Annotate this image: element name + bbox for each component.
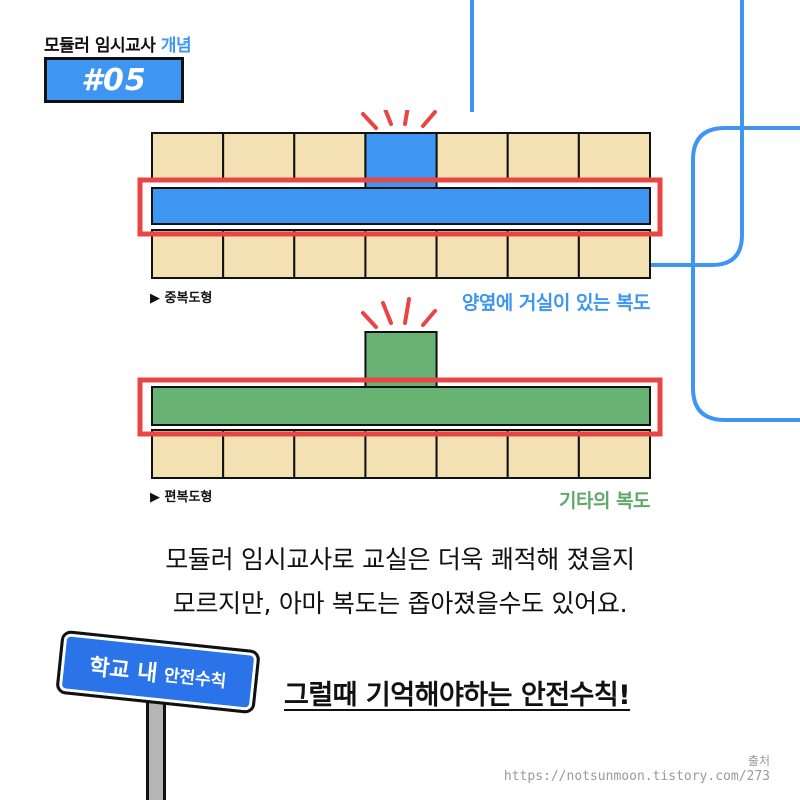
episode-badge: #05 [44, 57, 184, 103]
title-accent: 개념 [160, 36, 192, 56]
body-line-1: 모듈러 임시교사로 교실은 더욱 쾌적해 졌을지 [165, 545, 635, 574]
sign-text-large: 학교 내 [88, 654, 159, 687]
diagram-label-central: 양옆에 거실이 있는 복도 [461, 292, 651, 314]
room-bottom [435, 229, 509, 279]
corridor-highlight [137, 177, 663, 237]
sign-text-small: 안전수칙 [162, 665, 228, 692]
room-top [435, 132, 509, 182]
room-bottom [577, 429, 652, 479]
burst-line [421, 309, 437, 327]
room-bottom [151, 229, 225, 279]
room-bottom [435, 429, 509, 479]
room-top [151, 132, 225, 182]
room-bottom [222, 229, 296, 279]
burst-line [361, 311, 378, 329]
source-url: https://notsunmoon.tistory.com/273 [503, 769, 770, 784]
room-bottom [506, 429, 580, 479]
body-line-2: 모르지만, 아마 복도는 좁아졌을수도 있어요. [172, 589, 628, 618]
diagram-label-single: 기타의 복도 [558, 490, 651, 512]
room-bottom [506, 229, 580, 279]
title-main: 모듈러 임시교사 [44, 36, 156, 56]
room-bottom [222, 429, 296, 479]
single-loaded-corridor-diagram [137, 297, 663, 479]
safety-rules-heading: 그럴때 기억해야하는 안전수칙! [284, 680, 631, 711]
diagram-caption-single: ▶ 편복도형 [150, 490, 213, 505]
sign-pole [146, 700, 166, 800]
burst-line [403, 297, 411, 325]
corridor [151, 386, 651, 426]
central-corridor-diagram [137, 110, 663, 279]
room-top [506, 132, 580, 182]
burst-line [361, 112, 378, 130]
room-top [293, 132, 367, 182]
room-bottom [364, 229, 438, 279]
room-bottom [151, 429, 225, 479]
room-top [222, 132, 296, 182]
burst-line [421, 110, 437, 128]
burst-line [403, 110, 410, 126]
burst-line [381, 301, 393, 325]
room-bottom [293, 229, 367, 279]
body-text: 모듈러 임시교사로 교실은 더욱 쾌적해 졌을지 모르지만, 아마 복도는 좁아… [60, 538, 740, 626]
corridor [151, 187, 651, 225]
diagram-caption-central: ▶ 중복도형 [150, 291, 213, 306]
room-bottom [293, 429, 367, 479]
source-label: 출처 [747, 754, 770, 768]
corridor-diagram [137, 110, 663, 479]
room-bottom [577, 229, 652, 279]
burst-line [383, 110, 393, 126]
room-top [577, 132, 652, 182]
page-title: 모듈러 임시교사 개념 [44, 31, 192, 56]
corridor-highlight [137, 377, 663, 437]
room-bottom [364, 429, 438, 479]
